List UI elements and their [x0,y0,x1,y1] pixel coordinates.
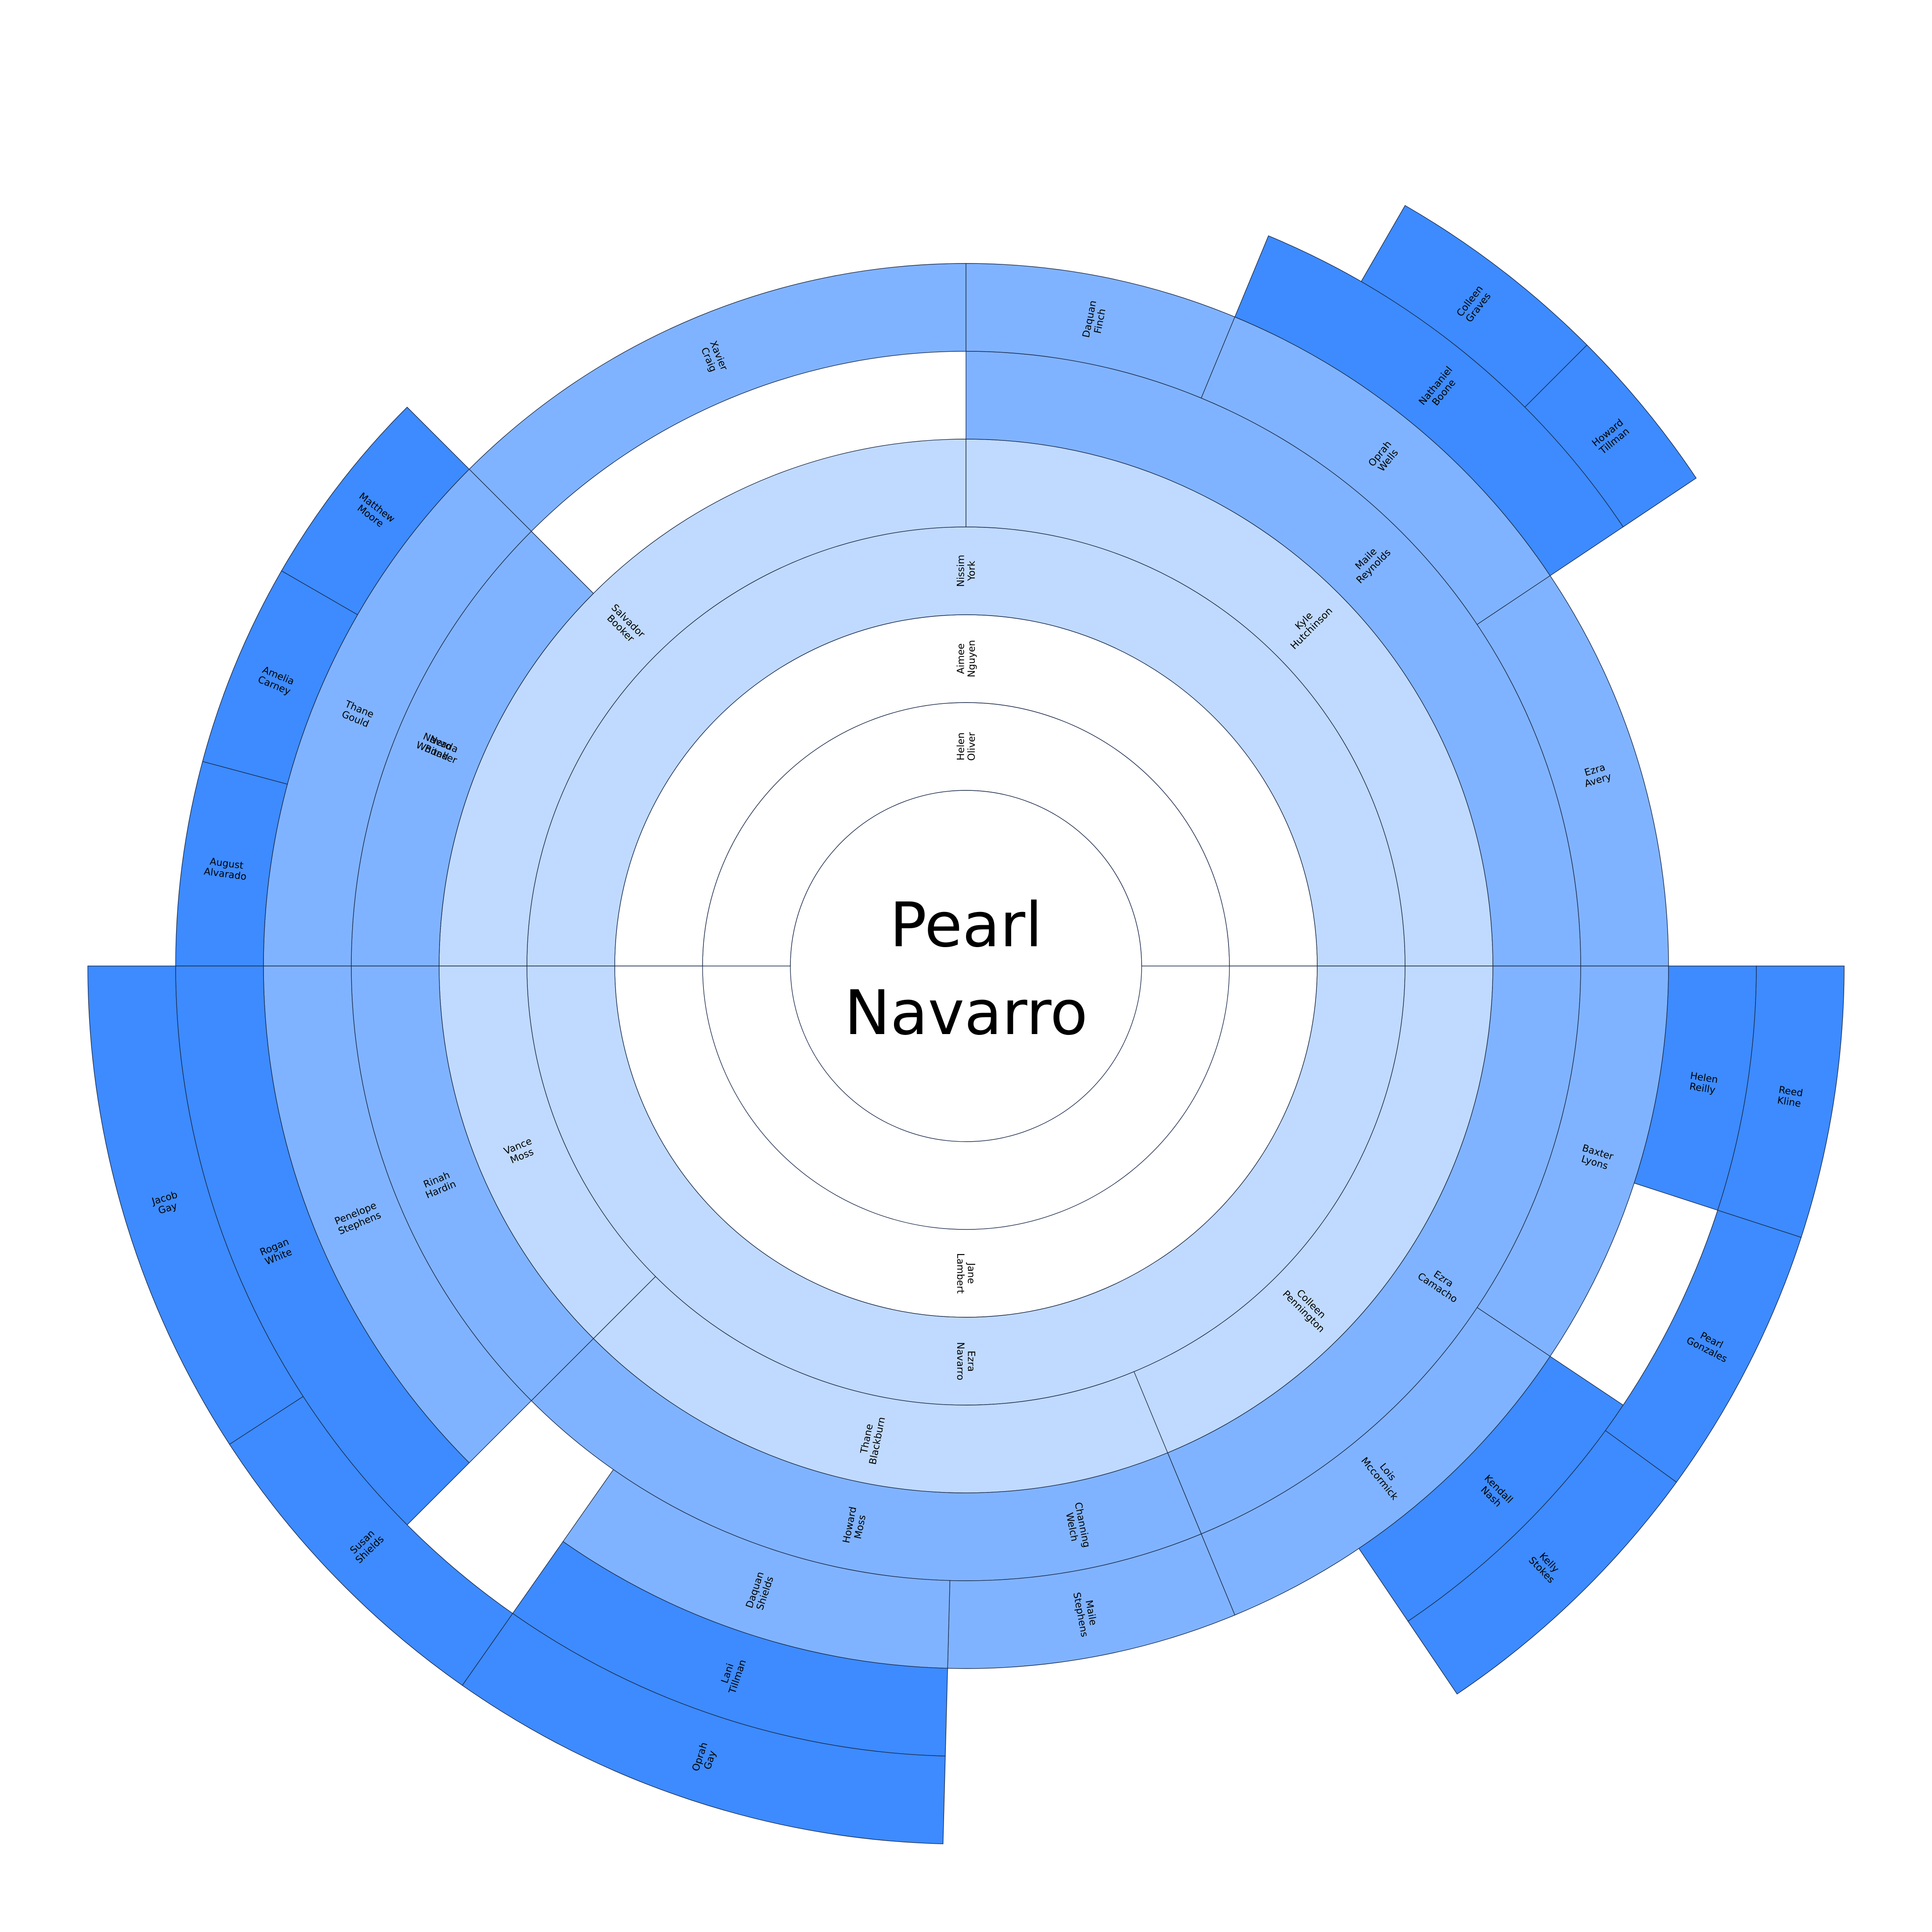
label-jane-lambert: JaneLambert [955,1253,976,1294]
label-jacob-gay: JacobGay [150,1189,182,1218]
root-last-name: Navarro [844,977,1088,1049]
label-reed-kline: ReedKline [1776,1085,1803,1110]
label-aimee-nguyen: AimeeNguyen [956,640,977,678]
label-helen-oliver: HelenOliver [956,732,977,761]
label-howard-moss: HowardMoss [841,1506,869,1546]
segment-howard-tillman [1524,344,1697,527]
label-helen-reilly: HelenReilly [1688,1071,1719,1096]
segment-jacob-gay [87,966,304,1445]
label-ezra-navarro: EzraNavarro [955,1342,976,1380]
root-node [790,790,1142,1142]
label-nissim-york: NissimYork [956,555,977,587]
root-first-name: Pearl [890,890,1042,961]
label-daquan-finch: DaquanFinch [1081,299,1109,341]
segment-kelly-stokes [1407,1430,1677,1695]
segment-matthew-moore [281,407,470,615]
chart-segments [87,205,1845,1845]
